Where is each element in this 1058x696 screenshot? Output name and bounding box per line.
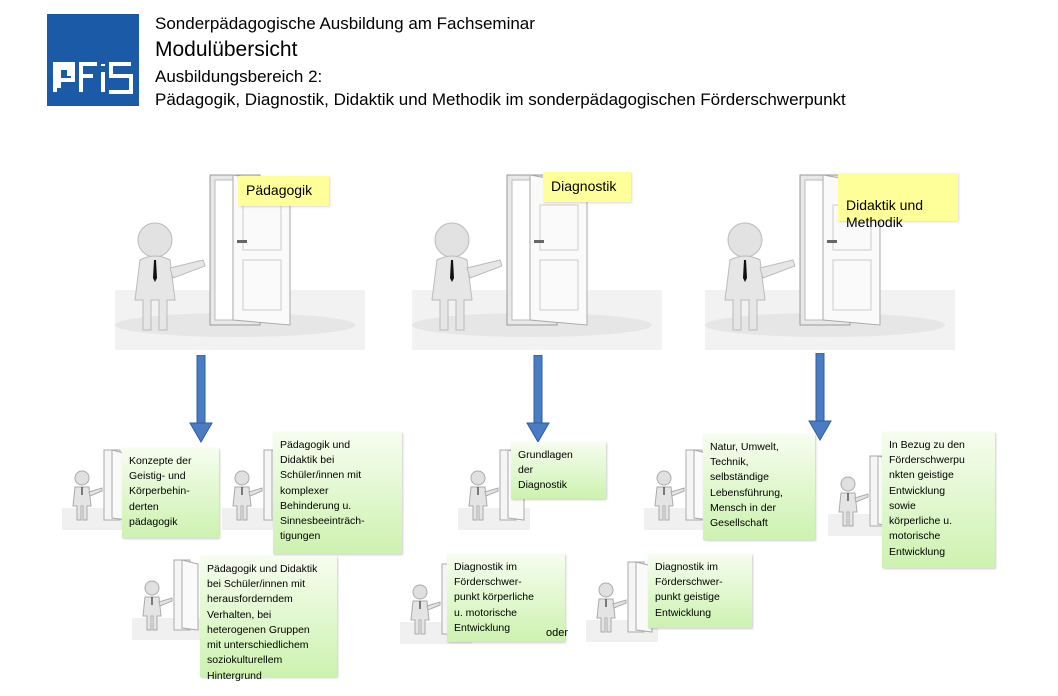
module-box-natur-umwelt-technik: Natur, Umwelt, Technik, selbständige Leb… [703,434,815,540]
module-box-komplexe-behinderung: Pädagogik und Didaktik bei Schüler/innen… [273,432,402,554]
header-subtitle: Pädagogik, Diagnostik, Didaktik und Meth… [155,90,846,109]
door-scene-diagnostik [412,160,662,350]
down-arrow-diagnostik [526,355,550,443]
category-label-paedagogik: Pädagogik [238,176,329,206]
oder-connector: oder [546,627,569,639]
door-scene-didaktik [705,160,955,350]
module-box-diagnostik-geistig: Diagnostik im Förderschwer- punkt geisti… [648,554,752,628]
small-figure-door-icon [132,559,204,640]
door-scene-paedagogik [115,160,365,350]
down-arrow-paedagogik [189,355,213,443]
header-area: Ausbildungsbereich 2: [155,67,323,86]
category-label-diagnostik: Diagnostik [543,172,631,202]
category-label-didaktik: Didaktik und Methodik [838,173,958,230]
module-box-herausforderndes-verhalten: Pädagogik und Didaktik bei Schüler/innen… [200,556,337,682]
figure-door-illustration [412,174,662,350]
header-seminar: Sonderpädagogische Ausbildung am Fachsem… [155,14,535,33]
module-box-konzepte: Konzepte der Geistig- und Körperbehin- d… [122,448,219,538]
module-box-foerderschwerpunkte: In Bezug zu den Förderschwerpu nkten gei… [882,432,995,568]
figure-door-illustration [705,174,955,350]
down-arrow-didaktik [808,353,832,441]
module-box-grundlagen-diagnostik: Grundlagen der Diagnostik [511,442,606,499]
page-title: Modulübersicht [155,38,298,61]
figure-door-illustration [115,174,365,350]
module-box-diagnostik-koerperlich: Diagnostik im Förderschwer- punkt körper… [447,554,565,642]
pfis-logo [47,14,139,106]
